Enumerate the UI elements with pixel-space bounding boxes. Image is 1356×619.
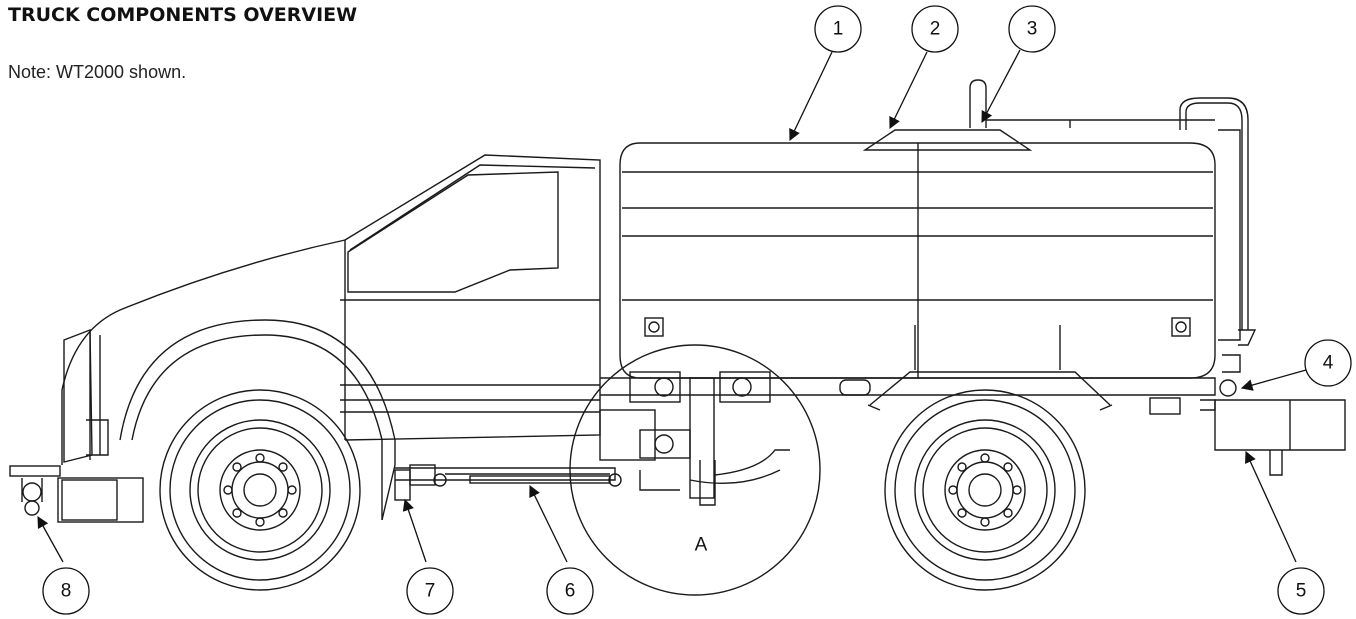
callout-7-label: 7 [425, 581, 436, 602]
fill-hatch [862, 129, 1033, 151]
callout-5-label: 5 [1296, 581, 1307, 602]
callout-1-label: 1 [833, 19, 844, 40]
callout-4 [1304, 339, 1352, 387]
callout-2-label: 2 [930, 19, 941, 40]
callout-4-label: 4 [1323, 353, 1334, 374]
front-wheel [159, 389, 361, 591]
callout-7 [406, 567, 454, 615]
callout-leaders [37, 49, 1307, 563]
vent-pipe [969, 79, 1257, 346]
callout-1 [814, 5, 862, 53]
callout-2 [911, 5, 959, 53]
callout-3-label: 3 [1027, 19, 1038, 40]
callout-8-label: 8 [61, 581, 72, 602]
callout-5 [1277, 567, 1325, 615]
callout-8 [42, 567, 90, 615]
callout-6 [546, 567, 594, 615]
pump-assembly [569, 344, 821, 596]
driveshaft [433, 473, 622, 487]
truck-cab [9, 154, 601, 523]
chassis-frame [394, 354, 1346, 501]
callout-6-label: 6 [565, 581, 576, 602]
rear-wheel [884, 389, 1086, 591]
detail-a-label: A [695, 535, 708, 556]
callout-3 [1008, 5, 1056, 53]
note-text: Note: WT2000 shown. [8, 62, 187, 82]
water-tank [600, 142, 1216, 411]
page-title: TRUCK COMPONENTS OVERVIEW [8, 4, 358, 26]
